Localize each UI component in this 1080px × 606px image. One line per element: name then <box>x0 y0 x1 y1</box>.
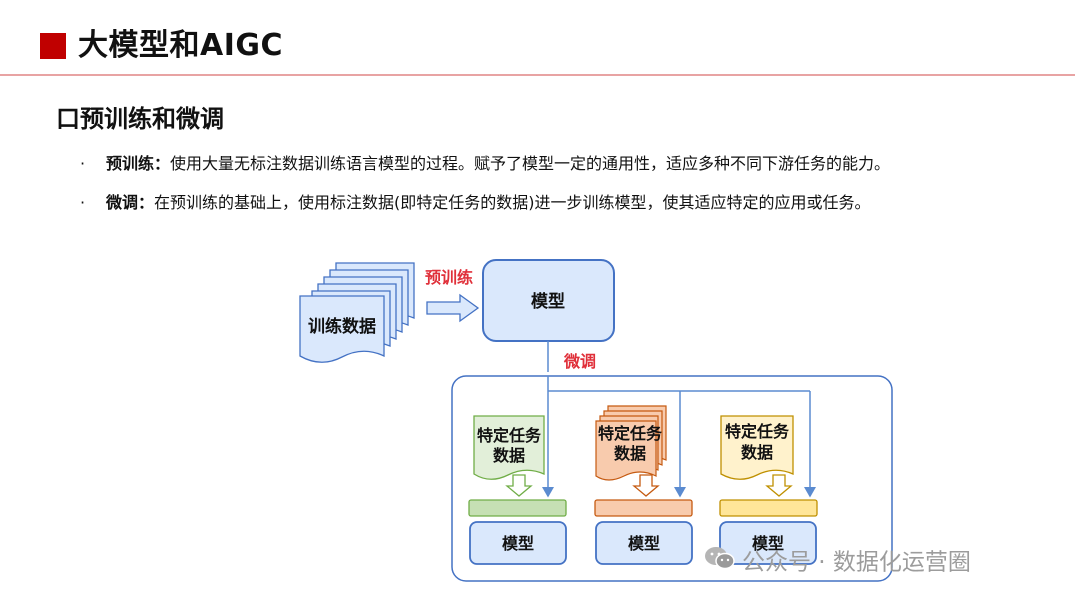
task-model-label: 模型 <box>752 534 784 553</box>
task-data-doc <box>720 415 794 480</box>
task-data-label-line1: 特定任务 <box>477 426 542 445</box>
watermark-text: 公众号 · 数据化运营圈 <box>742 549 971 576</box>
bullet-term: 微调： <box>106 193 155 212</box>
wechat-icon <box>704 545 736 581</box>
task-model-label: 模型 <box>628 534 660 553</box>
task-group-1: 特定任务 数据 模型 <box>468 415 567 565</box>
task-data-label-line2: 数据 <box>493 446 525 465</box>
base-model-label: 模型 <box>531 291 565 312</box>
task-down-arrow <box>765 474 793 497</box>
watermark: 公众号 · 数据化运营圈 <box>704 545 971 581</box>
title-accent-square <box>40 33 66 59</box>
task-adapter-bar <box>468 499 567 517</box>
task-group-3: 特定任务 数据 模型 <box>719 415 818 565</box>
task-adapter-bar <box>719 499 818 517</box>
training-data-stack: 训练数据 <box>299 262 415 363</box>
bullet-dot: · <box>80 154 86 173</box>
task-model-box <box>595 521 693 565</box>
bullet-finetuning: · 微调：在预训练的基础上，使用标注数据(即特定任务的数据)进一步训练模型，使其适… <box>80 191 871 215</box>
bullet-dot: · <box>80 193 86 212</box>
task-down-arrow <box>505 474 533 497</box>
task-model-box <box>719 521 817 565</box>
title-divider <box>0 74 1075 76</box>
training-data-label: 训练数据 <box>308 316 376 337</box>
bullet-text: 使用大量无标注数据训练语言模型的过程。赋予了模型一定的通用性，适应多种不同下游任… <box>170 154 891 173</box>
page-title: 大模型和AIGC <box>78 28 284 63</box>
bullet-term: 预训练： <box>106 154 171 173</box>
task-data-label-line2: 数据 <box>614 444 646 463</box>
task-model-label: 模型 <box>502 534 534 553</box>
task-data-doc <box>473 415 545 480</box>
bullet-text: 在预训练的基础上，使用标注数据(即特定任务的数据)进一步训练模型，使其适应特定的… <box>154 193 871 212</box>
pretrain-arrow <box>426 293 480 323</box>
task-adapter-bar <box>594 499 693 517</box>
section-heading: 口预训练和微调 <box>56 105 224 133</box>
task-data-label-line2: 数据 <box>741 443 773 462</box>
task-group-2: 特定任务 数据 模型 <box>594 405 693 565</box>
task-data-label-line1: 特定任务 <box>598 424 663 443</box>
pretrain-label: 预训练 <box>425 268 473 287</box>
task-down-arrow <box>632 474 660 497</box>
task-data-doc <box>595 420 657 481</box>
bullet-pretraining: · 预训练：使用大量无标注数据训练语言模型的过程。赋予了模型一定的通用性，适应多种… <box>80 152 890 176</box>
task-data-label-line1: 特定任务 <box>725 422 790 441</box>
finetune-label: 微调 <box>563 352 596 371</box>
task-model-box <box>469 521 567 565</box>
